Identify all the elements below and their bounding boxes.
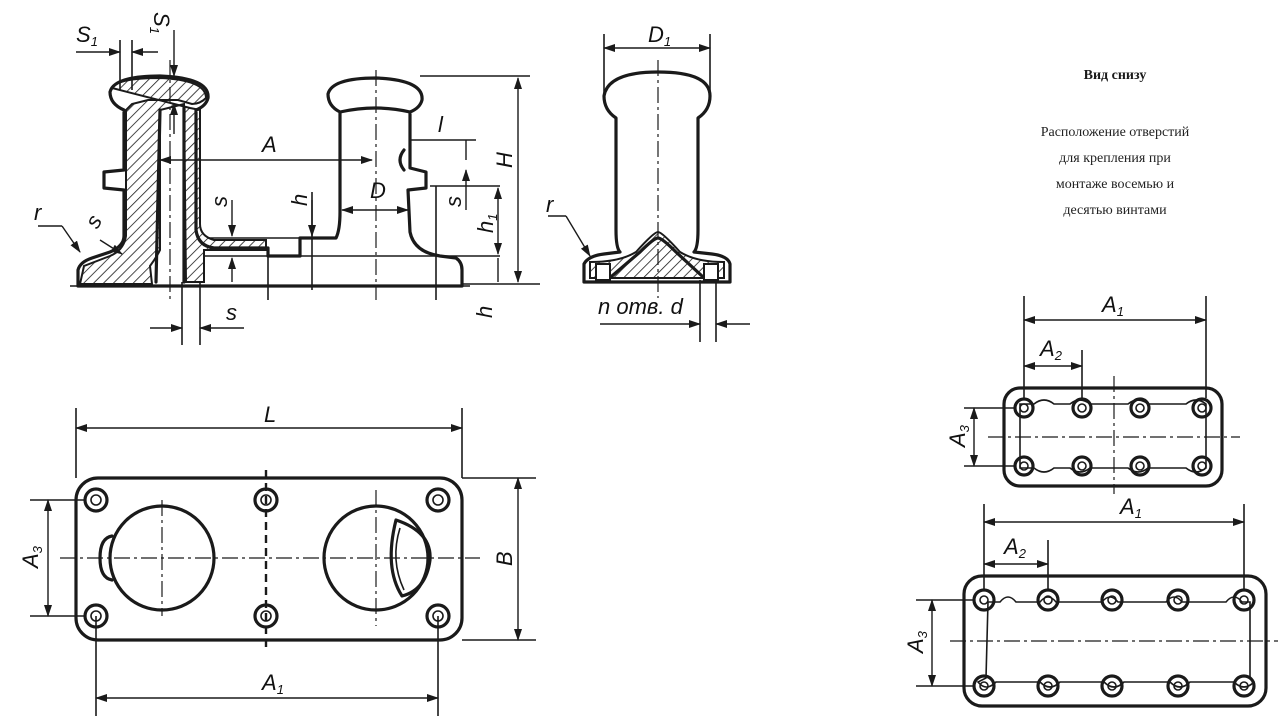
bottom-view-title: Вид снизу <box>1083 68 1147 83</box>
side-hole-right <box>703 263 719 281</box>
note-line: Расположение отверстий <box>1040 125 1190 140</box>
label-L: L <box>264 402 276 427</box>
label-s1-vert: S1 <box>147 12 174 34</box>
note-line: для крепления при <box>1059 151 1171 166</box>
bore-line <box>154 108 162 284</box>
leader-r2 <box>61 225 81 253</box>
label-B: B <box>492 551 517 566</box>
mounting-holes-note: Расположение отверстий для крепления при… <box>990 120 1240 224</box>
right-boss <box>398 148 406 172</box>
bottom-view-10-screws: A1 A2 A3 <box>903 494 1278 708</box>
plan-right-lug-inner <box>395 527 405 591</box>
side-view: D1 n отв. d r <box>546 22 750 342</box>
side-hole-left <box>595 263 611 281</box>
label-s1: S1 <box>76 22 98 49</box>
bottom-view-8-screws: A1 A2 A3 <box>945 292 1240 494</box>
label-h-bottom: h <box>472 306 497 318</box>
label-D1: D1 <box>648 22 671 49</box>
label-bottom8-A1: A1 <box>1100 292 1124 319</box>
label-bottom10-A1: A1 <box>1118 494 1142 521</box>
label-s-mid: s <box>207 196 232 207</box>
dim-s-left <box>99 239 123 255</box>
label-r: r <box>34 200 43 225</box>
label-bottom10-A2: A2 <box>1002 534 1027 561</box>
label-h1: h1 <box>473 214 500 233</box>
label-D: D <box>370 178 386 203</box>
note-line: десятью винтами <box>1063 203 1167 218</box>
bottom8-inner-outline <box>1019 399 1207 473</box>
plan-base-outline <box>74 476 464 642</box>
plan-view: L B A3 A1 <box>18 402 536 716</box>
note-line: монтаже восемью и <box>1055 177 1175 192</box>
plan-right-lug <box>389 518 432 598</box>
label-s-right: s <box>441 196 466 207</box>
label-A: A <box>260 132 277 157</box>
label-bottom8-A3: A3 <box>945 424 972 449</box>
bottom10-bolt-holes <box>972 588 1256 698</box>
label-A1: A1 <box>260 670 284 697</box>
label-bottom10-A3: A3 <box>903 630 930 655</box>
bottom8-bolt-holes <box>1013 397 1213 477</box>
right-cap-neck <box>338 106 412 114</box>
leader-r-side2 <box>565 215 591 257</box>
label-H: H <box>492 152 517 168</box>
label-A3: A3 <box>18 545 45 570</box>
label-s-left: s <box>80 210 107 232</box>
plan-left-lug <box>98 534 114 582</box>
label-r-side: r <box>546 192 555 217</box>
front-section-view: A H h1 h h D l s s s s S1 <box>34 12 540 345</box>
label-bottom8-A2: A2 <box>1038 336 1063 363</box>
label-s-bottom: s <box>226 300 237 325</box>
label-l: l <box>438 112 444 137</box>
label-holes: n отв. d <box>598 294 684 319</box>
label-h: h <box>287 194 312 206</box>
